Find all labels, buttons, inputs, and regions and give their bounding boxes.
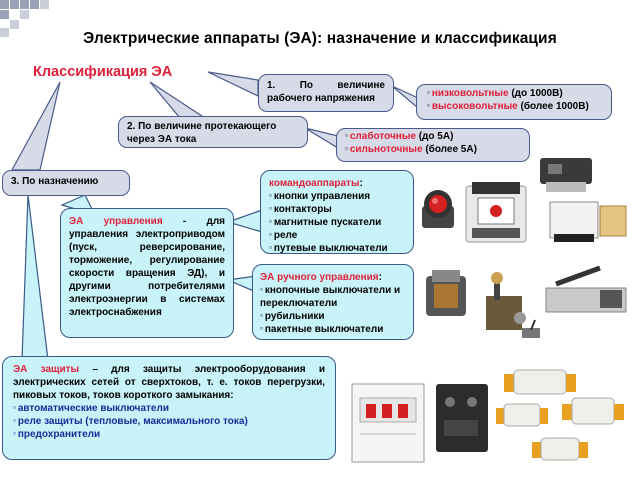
toggle-switch-image bbox=[522, 319, 540, 338]
manual-control-heading: ЭА ручного управления bbox=[260, 272, 379, 283]
manual-control-item: кнопочные выключатели и переключатели bbox=[260, 284, 406, 310]
criterion-purpose-label: 3. По назначению bbox=[11, 176, 99, 187]
relay-image bbox=[549, 201, 627, 242]
manual-control-item: пакетные выключатели bbox=[260, 323, 406, 336]
command-device-item: магнитные пускатели bbox=[269, 216, 405, 229]
current-item: слаботочные (до 5А) bbox=[345, 131, 521, 144]
protection-item: автоматические выключатели bbox=[13, 402, 325, 415]
criterion-voltage-label: 1. По величине рабочего напряжения bbox=[267, 80, 385, 104]
control-ea-box: ЭА управления - для управления электропр… bbox=[60, 208, 234, 338]
manual-control-item: рубильники bbox=[260, 310, 406, 323]
criterion-current-box: 2. По величине протекающего через ЭА ток… bbox=[118, 116, 308, 148]
protection-item: предохранители bbox=[13, 428, 325, 441]
command-device-item: реле bbox=[269, 229, 405, 242]
manual-control-box: ЭА ручного управления: кнопочные выключа… bbox=[252, 264, 414, 340]
rotary-switch-image bbox=[486, 272, 526, 330]
protection-ea-name: ЭА защиты bbox=[13, 364, 80, 375]
thermal-relay-image bbox=[436, 384, 488, 452]
command-devices-heading: командоаппараты bbox=[269, 178, 360, 189]
control-ea-text: - для управления электроприводом (пуск, … bbox=[69, 216, 225, 318]
command-device-item: путевые выключатели bbox=[269, 242, 405, 255]
command-device-item: кнопки управления bbox=[269, 190, 405, 203]
push-button-image bbox=[422, 190, 454, 228]
packet-switch-image bbox=[426, 270, 466, 316]
voltage-item: высоковольтные (более 1000В) bbox=[427, 101, 601, 114]
criterion-voltage-box: 1. По величине рабочего напряжения bbox=[258, 74, 394, 112]
page-title: Электрические аппараты (ЭА): назначение … bbox=[83, 30, 557, 47]
corner-decoration bbox=[0, 0, 56, 40]
protection-ea-text: – для защиты электрооборудования и элект… bbox=[13, 364, 325, 401]
current-list-box: слаботочные (до 5А) сильноточные (более … bbox=[336, 128, 530, 162]
command-devices-box: командоаппараты: кнопки управления конта… bbox=[260, 170, 414, 254]
criterion-current-label: 2. По величине протекающего через ЭА ток… bbox=[127, 121, 277, 145]
control-ea-name: ЭА управления bbox=[69, 216, 163, 227]
voltage-item: низковольтные (до 1000В) bbox=[427, 88, 601, 101]
knife-switch-image bbox=[545, 265, 627, 313]
protection-ea-box: ЭА защиты – для защиты электрооборудован… bbox=[2, 356, 336, 460]
circuit-breaker-image bbox=[351, 383, 425, 463]
protection-item: реле защиты (тепловые, максимального ток… bbox=[13, 415, 325, 428]
fuse-image bbox=[562, 397, 624, 425]
contactor-image bbox=[465, 182, 527, 243]
criterion-purpose-box: 3. По назначению bbox=[2, 170, 130, 196]
command-device-item: контакторы bbox=[269, 203, 405, 216]
magnetic-starter-image bbox=[540, 158, 592, 192]
voltage-list-box: низковольтные (до 1000В) высоковольтные … bbox=[416, 84, 612, 120]
fuse-image bbox=[532, 437, 588, 461]
classification-title: Классификация ЭА bbox=[33, 64, 173, 80]
current-item: сильноточные (более 5А) bbox=[345, 144, 521, 157]
fuse-image bbox=[496, 403, 548, 427]
fuse-image bbox=[504, 369, 576, 395]
